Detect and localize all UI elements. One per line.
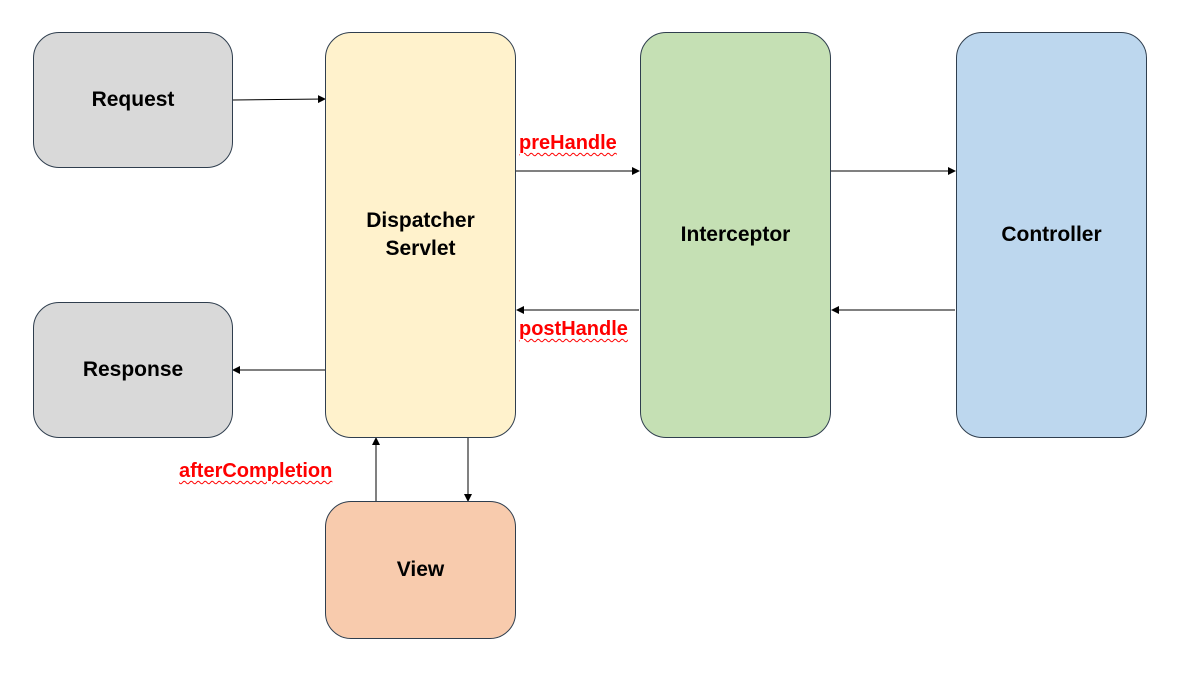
view-label: View [396, 558, 445, 581]
dispatcher-label-line2: Servlet [385, 237, 456, 260]
prehandle-label: preHandle [519, 132, 617, 154]
request-label: Request [91, 88, 175, 111]
interceptor-label: Interceptor [680, 223, 791, 246]
response-label: Response [82, 358, 184, 381]
view-node: View [325, 501, 516, 639]
dispatcher-label-line1: Dispatcher [366, 209, 475, 232]
controller-node: Controller [956, 32, 1147, 438]
arrow-request-to-dispatcher [232, 95, 326, 104]
posthandle-label: postHandle [519, 318, 628, 340]
controller-label: Controller [1001, 223, 1102, 246]
response-node: Response [33, 302, 233, 438]
dispatcher-servlet-node: Dispatcher Servlet [325, 32, 516, 438]
request-node: Request [33, 32, 233, 168]
interceptor-node: Interceptor [640, 32, 831, 438]
aftercompletion-label: afterCompletion [179, 460, 333, 482]
